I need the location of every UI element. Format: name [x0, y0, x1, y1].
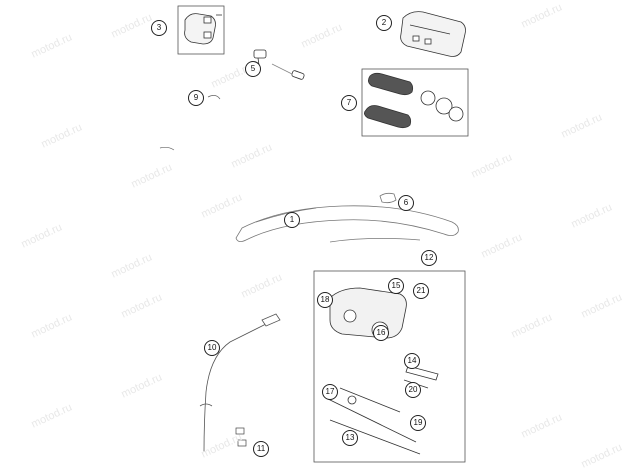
callout-9: 9	[188, 90, 204, 106]
callout-11: 11	[253, 441, 269, 457]
callout-10: 10	[204, 340, 220, 356]
clutch-cable-part	[199, 313, 281, 453]
callout-16: 16	[373, 325, 389, 341]
callout-14: 14	[404, 353, 420, 369]
clutch-assembly-box	[313, 270, 466, 463]
callout-2: 2	[376, 15, 392, 31]
callout-5: 5	[245, 61, 261, 77]
throttle-sleeve-part	[253, 49, 305, 80]
callout-19: 19	[410, 415, 426, 431]
callout-21: 21	[413, 283, 429, 299]
callout-6: 6	[398, 195, 414, 211]
callout-12: 12	[421, 250, 437, 266]
grip-set-part	[361, 68, 469, 137]
callout-15: 15	[388, 278, 404, 294]
housing-cover-part	[400, 11, 466, 57]
callout-17: 17	[322, 384, 338, 400]
clamp-part	[235, 427, 247, 447]
handlebar-part	[235, 192, 459, 243]
callout-3: 3	[151, 20, 167, 36]
callout-1: 1	[284, 212, 300, 228]
callout-20: 20	[405, 382, 421, 398]
switch-housing-part	[177, 5, 225, 55]
callout-18: 18	[317, 292, 333, 308]
callout-7: 7	[341, 95, 357, 111]
cable-clip-part	[159, 95, 221, 151]
callout-13: 13	[342, 430, 358, 446]
